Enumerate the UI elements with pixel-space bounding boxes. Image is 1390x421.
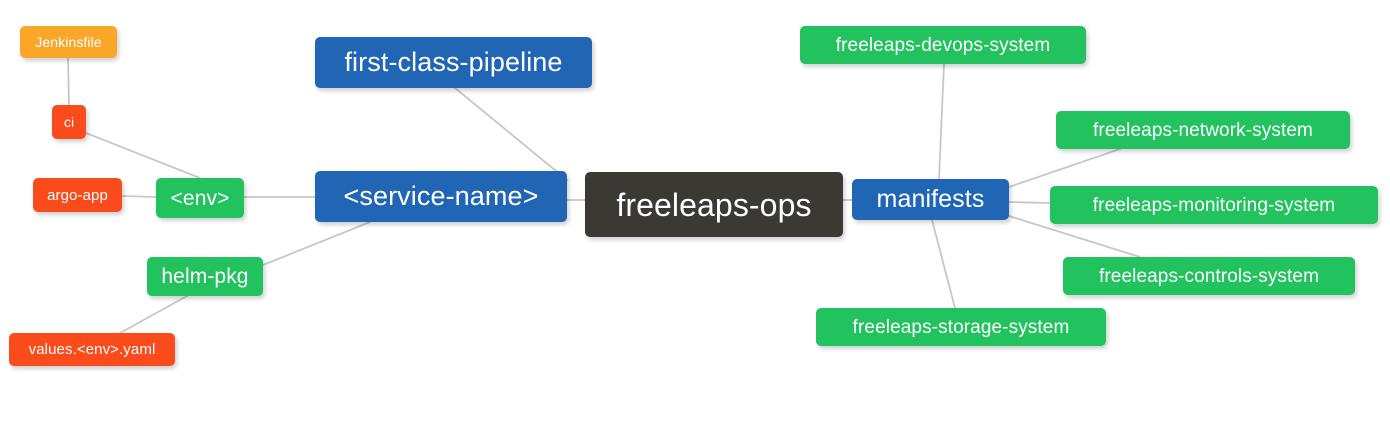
node-freeleaps-devops-system[interactable]: freeleaps-devops-system xyxy=(800,26,1086,64)
edge-manifests-to-freeleaps-network-system xyxy=(1008,148,1121,188)
node-freeleaps-storage-system[interactable]: freeleaps-storage-system xyxy=(816,308,1106,346)
node-label-env: <env> xyxy=(170,186,230,210)
node-label-manifests: manifests xyxy=(876,185,985,213)
node-argo-app[interactable]: argo-app xyxy=(33,178,122,212)
node-freeleaps-network-system[interactable]: freeleaps-network-system xyxy=(1056,111,1350,149)
node-helm-pkg[interactable]: helm-pkg xyxy=(147,257,263,296)
node-freeleaps-controls-system[interactable]: freeleaps-controls-system xyxy=(1063,257,1355,295)
node-label-ci: ci xyxy=(63,114,75,130)
node-manifests[interactable]: manifests xyxy=(852,179,1009,220)
edge-manifests-to-freeleaps-monitoring-system xyxy=(1008,201,1051,204)
edge-service-name-to-helm-pkg xyxy=(262,221,371,266)
edge-argo-app-to-env xyxy=(121,195,157,198)
node-label-first-class-pipeline: first-class-pipeline xyxy=(344,47,563,77)
node-values-env-yaml[interactable]: values.<env>.yaml xyxy=(9,333,175,366)
node-label-freeleaps-devops-system: freeleaps-devops-system xyxy=(835,34,1051,56)
node-freeleaps-monitoring-system[interactable]: freeleaps-monitoring-system xyxy=(1050,186,1378,224)
edge-service-name-to-first-class-pipeline xyxy=(454,87,568,181)
node-label-freeleaps-network-system: freeleaps-network-system xyxy=(1093,119,1313,141)
node-label-argo-app: argo-app xyxy=(47,186,108,204)
node-ci[interactable]: ci xyxy=(52,105,86,139)
node-label-freeleaps-monitoring-system: freeleaps-monitoring-system xyxy=(1092,194,1336,216)
edge-manifests-to-freeleaps-devops-system xyxy=(938,63,945,180)
node-jenkinsfile[interactable]: Jenkinsfile xyxy=(20,26,117,58)
edge-jenkinsfile-to-ci xyxy=(67,57,70,106)
edge-helm-pkg-to-values-env-yaml xyxy=(119,295,188,334)
node-label-freeleaps-controls-system: freeleaps-controls-system xyxy=(1098,265,1320,287)
edge-manifests-to-freeleaps-storage-system xyxy=(931,219,956,309)
node-env[interactable]: <env> xyxy=(156,178,244,218)
node-label-helm-pkg: helm-pkg xyxy=(161,265,249,288)
edge-ci-to-env xyxy=(85,132,201,179)
node-label-freeleaps-storage-system: freeleaps-storage-system xyxy=(852,316,1070,338)
node-label-jenkinsfile: Jenkinsfile xyxy=(35,34,102,50)
node-label-values-env-yaml: values.<env>.yaml xyxy=(28,341,156,358)
node-label-freeleaps-ops: freeleaps-ops xyxy=(616,186,812,223)
node-freeleaps-ops[interactable]: freeleaps-ops xyxy=(585,172,843,237)
node-service-name[interactable]: <service-name> xyxy=(315,171,567,222)
node-first-class-pipeline[interactable]: first-class-pipeline xyxy=(315,37,592,88)
node-label-service-name: <service-name> xyxy=(343,181,539,211)
